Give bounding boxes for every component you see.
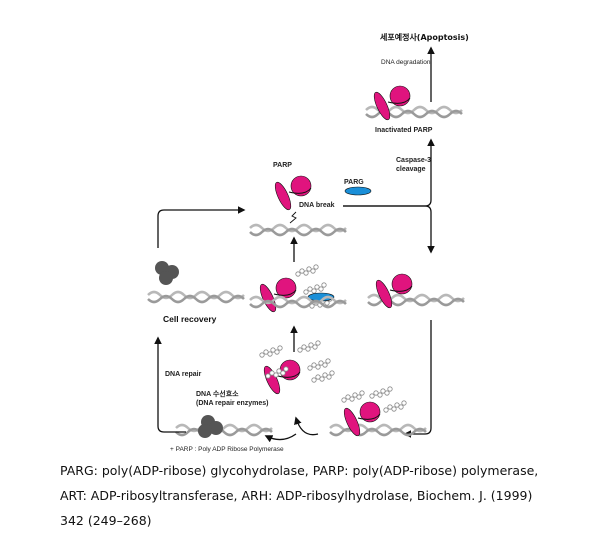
caspase-arrow [343,138,435,207]
parg-label: PARG [344,179,364,186]
repair-enzymes-label-line1: DNA 수선효소 [196,389,239,398]
parp-cycle-diagram: 세포예정사(Apoptosis) DNA degradation Inactiv… [146,32,469,453]
dna-break-zigzag [289,211,297,224]
caspase-label-line1: Caspase-3 [396,157,431,164]
repair-enzymes-label-line2: (DNA repair enzymes) [196,400,269,407]
recovered-enzyme-icon [155,261,179,285]
parp-bound-icon [366,273,466,311]
broken-dna-strand [248,223,348,237]
recovered-dna-strand [146,290,246,304]
parg-enzyme-icon [344,186,372,196]
figure-caption: PARG: poly(ADP-ribose) glycohydrolase, P… [60,458,580,533]
caption-line-1: PARG: poly(ADP-ribose) glycohydrolase, P… [60,463,539,478]
curved-arrow-left [264,433,297,443]
right-lower-arrow [403,320,432,438]
caspase-label-line2: cleavage [396,166,426,173]
apoptosis-label: 세포예정사(Apoptosis) [380,32,469,42]
repair-enzyme-icon [174,415,274,438]
poly-adp-ribosylated-parp-icon [259,340,335,397]
curved-arrow-up [294,416,319,436]
caption-line-2: ART: ADP-ribosyltransferase, ARH: ADP-ri… [60,488,533,503]
right-down-arrow [343,205,435,254]
parp-with-chains-icon [248,264,348,315]
dna-degradation-label: DNA degradation [381,59,431,66]
caption-line-3: 342 (249–268) [60,513,152,528]
inactivated-parp-label: Inactivated PARP [375,127,433,134]
footnote: + PARP : Poly ADP Ribose Polymerase [170,446,284,453]
cell-recovery-label: Cell recovery [163,314,217,324]
dna-break-label: DNA break [299,202,335,209]
inactivated-parp-icon [364,85,464,123]
dna-repair-label: DNA repair [165,371,202,378]
recovery-return-arrow [157,206,246,248]
active-parp-icon [328,386,428,439]
parp-label: PARP [273,162,292,169]
repair-arrow [154,336,186,433]
